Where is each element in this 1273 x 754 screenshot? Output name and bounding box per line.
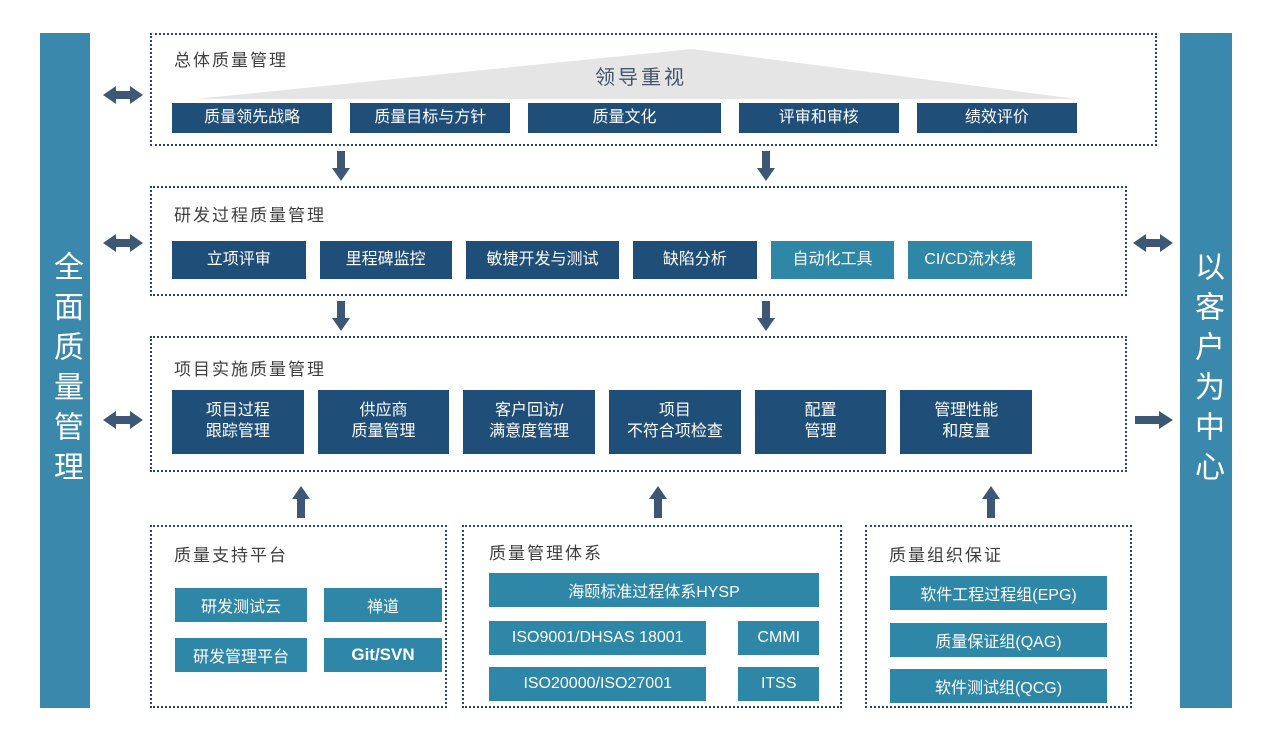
button-line: 管理 [804, 423, 837, 440]
section-title: 质量组织保证 [889, 546, 1003, 565]
section-title: 研发过程质量管理 [174, 206, 326, 225]
chip-cmmi: CMMI [738, 621, 819, 655]
section-title: 项目实施质量管理 [174, 360, 326, 379]
button-line: 管理性能 [934, 402, 999, 420]
button-project-tracking: 项目过程 跟踪管理 [172, 390, 304, 454]
button-line: 供应商 [359, 402, 408, 420]
down-arrow-icon [757, 151, 775, 181]
system-row-2: ISO20000/ISO27001 ITSS [489, 667, 819, 701]
chip-iso9001: ISO9001/DHSAS 18001 [489, 621, 707, 655]
button-cicd-pipeline: CI/CD流水线 [908, 241, 1032, 279]
button-quality-strategy: 质量领先战略 [172, 103, 333, 133]
section-total-quality: 领导重视 总体质量管理 质量领先战略 质量目标与方针 质量文化 评审和审核 绩效… [150, 33, 1157, 146]
button-quality-culture: 质量文化 [528, 103, 721, 133]
double-arrow-icon [1133, 234, 1173, 252]
chip-rd-test-cloud: 研发测试云 [175, 588, 307, 622]
button-supplier-quality: 供应商 质量管理 [317, 390, 450, 454]
button-configuration-mgmt: 配置 管理 [754, 390, 887, 454]
up-arrow-icon [982, 486, 1000, 518]
total-buttons-row: 质量领先战略 质量目标与方针 质量文化 评审和审核 绩效评价 [172, 103, 1077, 133]
button-quality-goals: 质量目标与方针 [350, 103, 511, 133]
button-line: 不符合项检查 [626, 423, 723, 440]
button-customer-satisfaction: 客户回访/ 满意度管理 [463, 390, 596, 454]
section-rd-process-quality: 研发过程质量管理 立项评审 里程碑监控 敏捷开发与测试 缺陷分析 自动化工具 C… [150, 186, 1127, 296]
section-quality-system: 质量管理体系 海颐标准过程体系HYSP ISO9001/DHSAS 18001 … [462, 525, 842, 708]
button-line: 项目 [658, 402, 691, 420]
rd-buttons-row: 立项评审 里程碑监控 敏捷开发与测试 缺陷分析 自动化工具 CI/CD流水线 [172, 241, 1032, 279]
section-quality-org: 质量组织保证 软件工程过程组(EPG) 质量保证组(QAG) 软件测试组(QCG… [865, 525, 1132, 708]
button-nonconformity-check: 项目 不符合项检查 [609, 390, 741, 454]
section-title: 总体质量管理 [174, 51, 288, 70]
button-performance-eval: 绩效评价 [916, 103, 1077, 133]
chip-itss: ITSS [738, 667, 819, 701]
section-title: 质量管理体系 [489, 544, 603, 563]
button-agile-dev-test: 敏捷开发与测试 [465, 241, 620, 279]
button-line: 和度量 [942, 423, 991, 440]
chip-rd-mgmt-platform: 研发管理平台 [175, 638, 307, 672]
up-arrow-icon [292, 486, 310, 518]
button-line: 满意度管理 [489, 423, 570, 440]
section-quality-platform: 质量支持平台 研发测试云 禅道 研发管理平台 Git/SVN [150, 525, 447, 708]
button-defect-analysis: 缺陷分析 [633, 241, 757, 279]
leadership-banner-label: 领导重视 [595, 67, 687, 89]
right-arrow-icon [1135, 411, 1173, 429]
section-title: 质量支持平台 [174, 546, 288, 565]
left-vertical-bar: 全面质量管理 [40, 33, 90, 708]
chip-git-svn: Git/SVN [324, 638, 442, 672]
down-arrow-icon [332, 301, 350, 331]
double-arrow-icon [103, 411, 143, 429]
project-buttons-row: 项目过程 跟踪管理 供应商 质量管理 客户回访/ 满意度管理 项目 不符合项检查… [172, 390, 1033, 454]
chip-zentao: 禅道 [324, 588, 442, 622]
down-arrow-icon [757, 301, 775, 331]
button-performance-measure: 管理性能 和度量 [900, 390, 1033, 454]
right-vertical-bar: 以客户为中心 [1180, 33, 1232, 708]
button-line: 客户回访/ [494, 402, 564, 420]
button-project-approval-review: 立项评审 [172, 241, 306, 279]
left-bar-label: 全面质量管理 [49, 250, 82, 491]
leadership-triangle [195, 49, 1077, 99]
button-line: 质量管理 [351, 423, 416, 440]
button-review-audit: 评审和审核 [738, 103, 899, 133]
chip-hysp-process: 海颐标准过程体系HYSP [489, 573, 819, 607]
double-arrow-icon [103, 86, 143, 104]
chip-qcg-group: 软件测试组(QCG) [890, 669, 1107, 703]
button-line: 配置 [804, 402, 837, 420]
system-row-1: ISO9001/DHSAS 18001 CMMI [489, 621, 819, 655]
button-automation-tools: 自动化工具 [770, 241, 895, 279]
up-arrow-icon [649, 486, 667, 518]
button-line: 项目过程 [205, 402, 270, 420]
button-milestone-monitoring: 里程碑监控 [319, 241, 452, 279]
chip-epg-group: 软件工程过程组(EPG) [890, 576, 1107, 610]
button-line: 跟踪管理 [205, 423, 270, 440]
right-bar-label: 以客户为中心 [1190, 250, 1223, 491]
chip-qag-group: 质量保证组(QAG) [890, 623, 1107, 657]
down-arrow-icon [332, 151, 350, 181]
double-arrow-icon [103, 234, 143, 252]
section-project-impl-quality: 项目实施质量管理 项目过程 跟踪管理 供应商 质量管理 客户回访/ 满意度管理 … [150, 336, 1127, 472]
chip-iso20000: ISO20000/ISO27001 [489, 667, 707, 701]
